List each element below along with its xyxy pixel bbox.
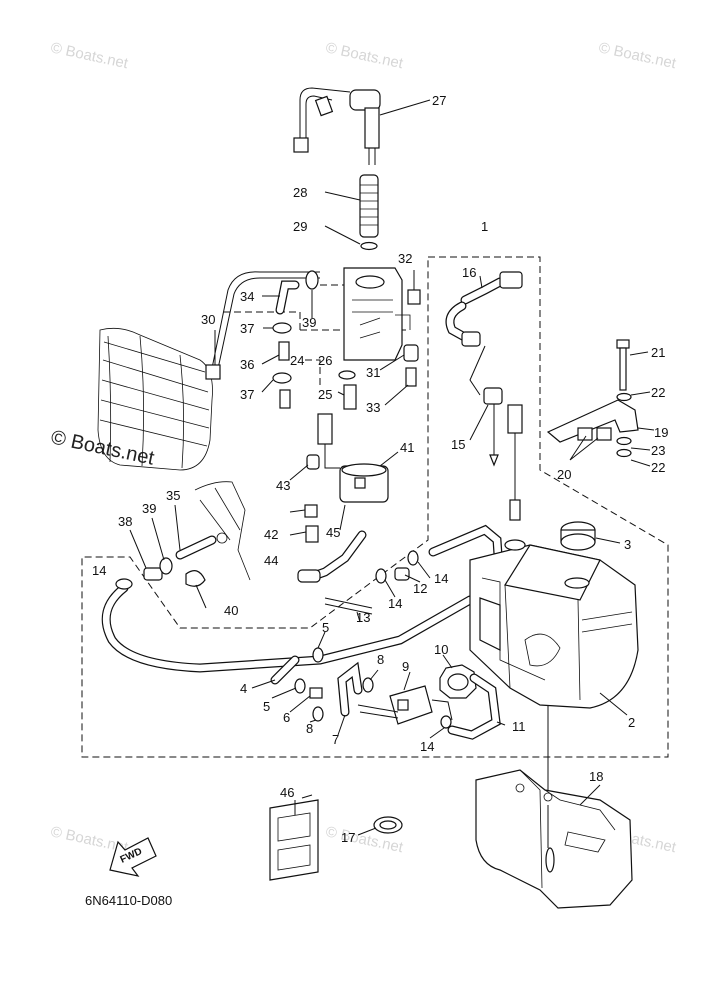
callout-label: 37 bbox=[240, 387, 254, 402]
callout-label: 42 bbox=[264, 527, 278, 542]
callout-labels: 1 2 3 4 5 5 6 7 8 8 9 10 11 12 13 14 14 … bbox=[92, 93, 668, 845]
watermark: © Boats.net bbox=[49, 426, 157, 469]
callout-label: 14 bbox=[420, 739, 434, 754]
callout-label: 19 bbox=[654, 425, 668, 440]
callout-label: 14 bbox=[92, 563, 106, 578]
callout-label: 15 bbox=[451, 437, 465, 452]
watermark: © Boats.net bbox=[49, 39, 130, 72]
callout-label: 32 bbox=[398, 251, 412, 266]
part-19-strap bbox=[546, 399, 655, 443]
part-32-fitting bbox=[407, 270, 421, 305]
callout-label: 18 bbox=[589, 769, 603, 784]
callout-label: 31 bbox=[366, 365, 380, 380]
callout-label: 5 bbox=[322, 620, 329, 635]
callout-label: 25 bbox=[318, 387, 332, 402]
callout-label: 14 bbox=[388, 596, 402, 611]
part-27-sender-wire bbox=[293, 87, 431, 165]
callout-label: 28 bbox=[293, 185, 307, 200]
part-14-clip-lower bbox=[429, 727, 445, 739]
callout-label: 34 bbox=[240, 289, 254, 304]
part-35-hose bbox=[174, 504, 217, 560]
watermark: © Boats.net bbox=[324, 39, 405, 72]
clips-upper bbox=[261, 270, 319, 409]
part-25-26-fittings bbox=[305, 359, 357, 410]
part-15-level-sensor bbox=[469, 387, 526, 551]
callout-label: 46 bbox=[280, 785, 294, 800]
callout-label: 41 bbox=[400, 440, 414, 455]
part-18-tank-tray bbox=[475, 705, 633, 909]
callout-label: 1 bbox=[481, 219, 488, 234]
parts-42-45 bbox=[289, 454, 367, 583]
part-10-primer-bulb bbox=[439, 654, 477, 699]
callout-label: 13 bbox=[356, 610, 370, 625]
part-41-fuel-filter bbox=[317, 413, 399, 503]
callout-label: 11 bbox=[512, 719, 526, 734]
callout-label: 4 bbox=[240, 681, 247, 696]
callout-label: 40 bbox=[224, 603, 238, 618]
callout-label: 27 bbox=[432, 93, 446, 108]
callout-label: 8 bbox=[306, 721, 313, 736]
part-33-bolt bbox=[384, 367, 417, 406]
callout-label: 21 bbox=[651, 345, 665, 360]
part-11-hose bbox=[447, 673, 506, 740]
parts-38-40 bbox=[129, 517, 207, 609]
callout-label: 45 bbox=[326, 525, 340, 540]
watermark-layer: © Boats.net © Boats.net © Boats.net © Bo… bbox=[49, 39, 678, 856]
part-46-label bbox=[269, 794, 319, 881]
callout-label: 35 bbox=[166, 488, 180, 503]
callout-label: 26 bbox=[318, 353, 332, 368]
part-17-clamp bbox=[357, 816, 403, 836]
part-34-hose bbox=[262, 280, 300, 315]
part-7-hose bbox=[337, 661, 363, 736]
callout-label: 7 bbox=[332, 732, 339, 747]
callout-label: 9 bbox=[402, 659, 409, 674]
part-4-fuel-hose bbox=[101, 578, 475, 689]
callout-label: 39 bbox=[142, 501, 156, 516]
callout-label: 8 bbox=[377, 652, 384, 667]
watermark: © Boats.net bbox=[597, 39, 678, 72]
callout-label: 16 bbox=[462, 265, 476, 280]
part-3-fuel-cap bbox=[560, 521, 621, 551]
engine-cowling-sketch bbox=[97, 327, 251, 581]
part-31-fitting bbox=[379, 344, 419, 371]
part-9-fuel-pump bbox=[357, 671, 453, 729]
callout-label: 10 bbox=[434, 642, 448, 657]
fuel-filter-bracket bbox=[320, 267, 411, 361]
part-16-connector bbox=[445, 271, 523, 396]
callout-label: 22 bbox=[651, 385, 665, 400]
callout-label: 17 bbox=[341, 830, 355, 845]
callout-label: 22 bbox=[651, 460, 665, 475]
callout-label: 38 bbox=[118, 514, 132, 529]
parts-22-23-washers bbox=[569, 391, 651, 467]
callout-label: 44 bbox=[264, 553, 278, 568]
part-30-hose bbox=[205, 271, 320, 380]
fwd-arrow-icon: FWD bbox=[109, 837, 157, 877]
callout-label: 20 bbox=[557, 467, 571, 482]
callout-label: 2 bbox=[628, 715, 635, 730]
callout-label: 14 bbox=[434, 571, 448, 586]
callout-label: 36 bbox=[240, 357, 254, 372]
parts-5-8-fittings bbox=[271, 631, 379, 723]
callout-label: 24 bbox=[290, 353, 304, 368]
callout-label: 39 bbox=[302, 315, 316, 330]
callout-label: 43 bbox=[276, 478, 290, 493]
part-29-washer bbox=[324, 225, 378, 251]
callout-label: 29 bbox=[293, 219, 307, 234]
part-21-bolt bbox=[616, 339, 649, 391]
callout-label: 12 bbox=[413, 581, 427, 596]
callout-label: 3 bbox=[624, 537, 631, 552]
diagram-code: 6N64110-D080 bbox=[85, 893, 172, 908]
callout-label: 33 bbox=[366, 400, 380, 415]
callout-label: 5 bbox=[263, 699, 270, 714]
part-28-strainer bbox=[324, 174, 379, 238]
part-2-fuel-tank bbox=[469, 544, 639, 716]
callout-label: 37 bbox=[240, 321, 254, 336]
callout-label: 30 bbox=[201, 312, 215, 327]
callout-label: 6 bbox=[283, 710, 290, 725]
callout-label: 23 bbox=[651, 443, 665, 458]
